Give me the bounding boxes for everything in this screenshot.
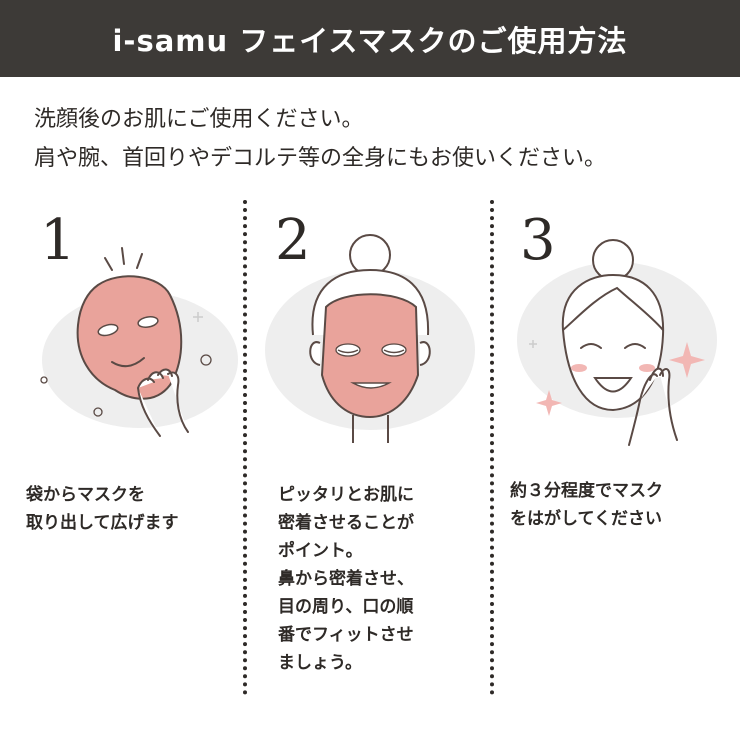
step-2-caption-line: 番でフィットさせ bbox=[278, 625, 414, 645]
step-number-3: 3 bbox=[520, 208, 556, 273]
step-2-caption-line: ピッタリとお肌に bbox=[278, 485, 414, 505]
column-divider-1 bbox=[243, 200, 247, 695]
step-2-caption-line: ましょう。 bbox=[278, 653, 362, 673]
step-2-caption-line: 目の周り、口の順 bbox=[278, 597, 414, 617]
column-divider-2 bbox=[490, 200, 494, 695]
page-header: i-samu フェイスマスクのご使用方法 bbox=[0, 0, 740, 77]
step-number-2: 2 bbox=[275, 208, 311, 273]
step-2-caption-line: ポイント。 bbox=[278, 541, 363, 561]
intro-line-2: 肩や腕、首回りやデコルテ等の全身にもお使いください。 bbox=[34, 146, 607, 171]
mask-sheet-illustration bbox=[40, 247, 238, 437]
smiling-face-illustration bbox=[517, 239, 717, 446]
step-1-caption-line: 取り出して広げます bbox=[26, 513, 179, 533]
step-3-caption-line: 約３分程度でマスク bbox=[510, 481, 663, 501]
step-3-caption: 約３分程度でマスク をはがしてください bbox=[510, 477, 663, 533]
step-1-caption-line: 袋からマスクを bbox=[26, 485, 145, 505]
intro-text: 洗顔後のお肌にご使用ください。 肩や腕、首回りやデコルテ等の全身にもお使いくださ… bbox=[34, 100, 734, 178]
step-number-1: 1 bbox=[40, 208, 76, 273]
step-2-caption: ピッタリとお肌に 密着させることが ポイント。 鼻から密着させ、 目の周り、口の… bbox=[278, 481, 414, 677]
face-with-mask-illustration bbox=[265, 234, 475, 443]
intro-line-1: 洗顔後のお肌にご使用ください。 bbox=[34, 107, 364, 132]
page-title: i-samu フェイスマスクのご使用方法 bbox=[112, 23, 628, 58]
step-1-caption: 袋からマスクを 取り出して広げます bbox=[26, 481, 179, 537]
step-3-caption-line: をはがしてください bbox=[510, 509, 662, 529]
step-2-caption-line: 鼻から密着させ、 bbox=[278, 569, 414, 589]
step-2-caption-line: 密着させることが bbox=[278, 513, 414, 533]
